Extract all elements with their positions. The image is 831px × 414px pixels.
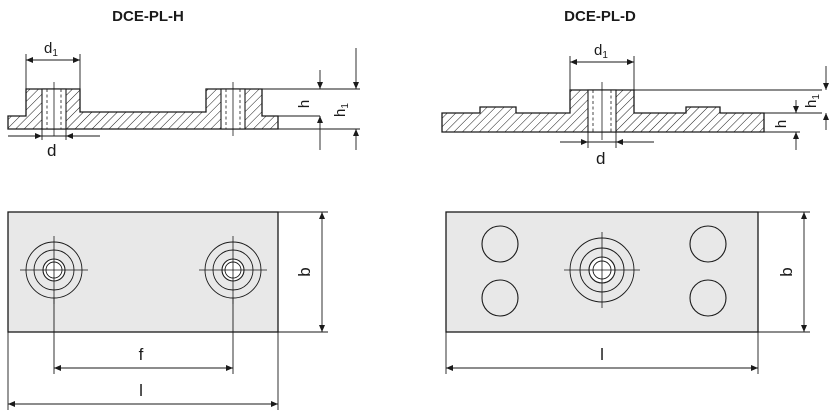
dim-d-right: d [596,149,605,168]
dim-b-left: b [295,267,314,276]
dim-l-right: l [600,345,604,364]
counterbored-hole-center [564,232,640,308]
pocket-top-right [689,225,727,263]
top-view-dce-pl-h: b f l [7,211,328,410]
dim-l-left: l [139,381,143,400]
pocket-bottom-left [481,279,519,317]
dim-d1-right: d1 [594,42,608,61]
pocket-top-left [481,225,519,263]
dim-h-left: h [296,100,313,108]
section-view-dce-pl-h: d1 d h h1 [7,40,360,160]
dim-d1-left: d1 [44,40,58,59]
title-dce-pl-h: DCE-PL-H [112,8,184,25]
dim-h-right: h [773,120,790,128]
top-view-dce-pl-d: b l [445,211,810,374]
dim-h1-right: h1 [803,94,822,108]
section-view-dce-pl-d: d1 d h h1 [441,42,829,168]
pocket-bottom-right [689,279,727,317]
dim-f-left: f [139,345,144,364]
counterbored-hole-left [20,236,88,304]
dim-b-right: b [777,267,796,276]
dim-h1-left: h1 [332,103,351,117]
title-dce-pl-d: DCE-PL-D [564,8,636,25]
dim-d-left: d [47,141,56,160]
